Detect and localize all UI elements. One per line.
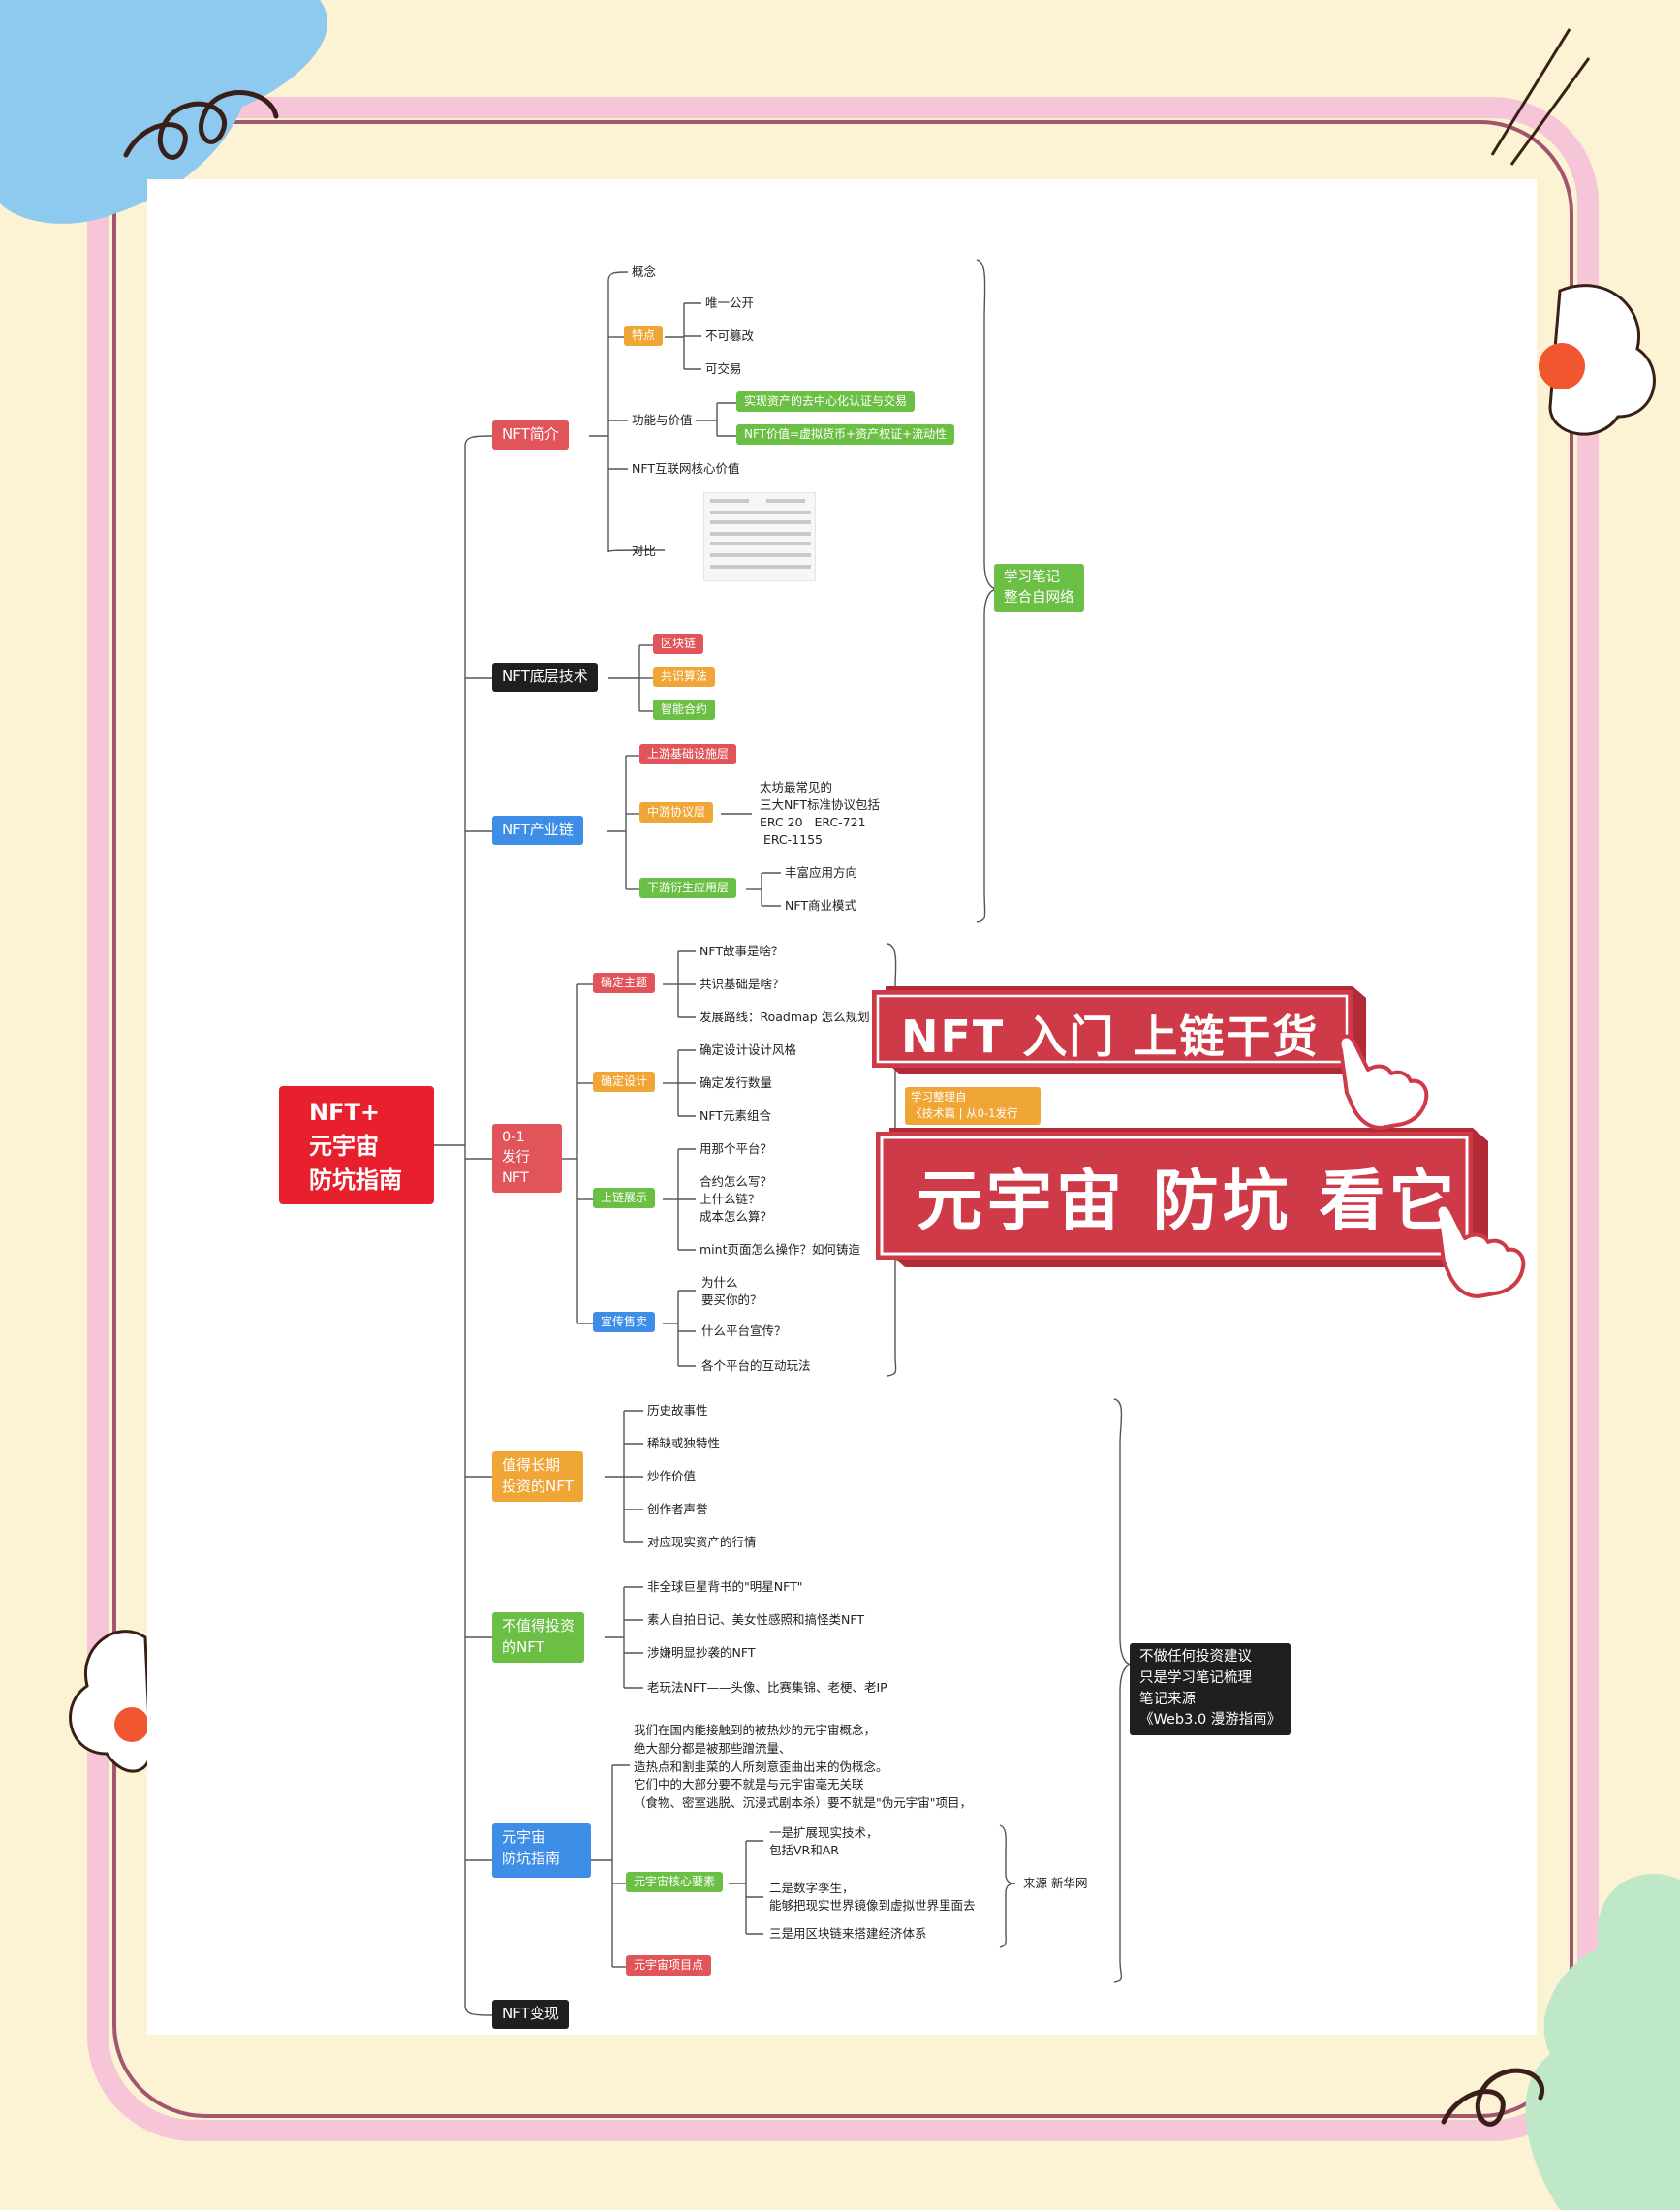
node-notworth-nft[interactable]: 不值得投资 的NFT [492,1612,585,1663]
leaf-promo-1: 为什么 要买你的？ [701,1275,762,1308]
node-nft-tech[interactable]: NFT底层技术 [492,663,598,692]
leaf-worth-4: 创作者声誉 [647,1502,708,1516]
node-function-1[interactable]: 实现资产的去中心化认证与交易 [736,391,916,413]
leaf-feature-3: 可交易 [705,361,742,376]
node-metaverse[interactable]: 元宇宙 防坑指南 [492,1823,591,1878]
node-worth-nft[interactable]: 值得长期 投资的NFT [492,1451,583,1502]
node-midstream[interactable]: 中游协议层 [639,802,714,824]
leaf-notworth-4: 老玩法NFT——头像、比赛集锦、老梗、老IP [647,1680,887,1695]
green-blob-decoration [1525,1873,1680,2210]
leaf-notworth-1: 非全球巨星背书的"明星NFT" [647,1579,803,1594]
leaf-core-3: 三是用区块链来搭建经济体系 [769,1926,927,1941]
leaf-down-1: 丰富应用方向 [785,865,858,880]
leaf-worth-1: 历史故事性 [647,1403,708,1417]
node-chain-display[interactable]: 上链展示 [593,1188,656,1209]
outer-pink-frame [87,97,1599,2141]
node-blockchain[interactable]: 区块链 [653,634,704,655]
leaf-theme-3: 发展路线：Roadmap 怎么规划 [700,1010,870,1024]
pointer-hand-icon-2 [1434,1202,1526,1298]
leaf-chain-2: 合约怎么写？ 上什么链？ 成本怎么算？ [700,1174,773,1225]
leaf-feature-2: 不可篡改 [705,328,755,343]
leaf-mid-note: 太坊最常见的 三大NFT标准协议包括 ERC 20 ERC-721 ERC-11… [760,780,880,848]
leaf-notworth-3: 涉嫌明显抄袭的NFT [647,1645,756,1660]
node-issue-nft[interactable]: 0-1 发行 NFT [492,1124,562,1194]
node-function-2[interactable]: NFT价值=虚拟货币+资产权证+流动性 [736,424,955,446]
leaf-chain-3: mint页面怎么操作？如何铸造 [700,1242,860,1257]
pointer-hand-icon [1337,1034,1429,1130]
leaf-chain-1: 用那个平台？ [700,1141,773,1156]
leaf-promo-3: 各个平台的互动玩法 [701,1358,811,1373]
node-meta-project[interactable]: 元宇宙项目点 [626,1955,712,1977]
banner-top-text: NFT 入门 上链干货 [901,1011,1320,1063]
node-nft-industry[interactable]: NFT产业链 [492,816,583,845]
leaf-design-1: 确定设计设计风格 [700,1043,797,1057]
inner-maroon-frame [112,120,1573,2118]
note-study[interactable]: 学习笔记 整合自网络 [994,564,1084,613]
leaf-design-2: 确定发行数量 [700,1075,773,1090]
node-meta-core[interactable]: 元宇宙核心要素 [626,1872,724,1893]
blue-blob-decoration [0,0,328,224]
leaf-concept: 概念 [632,265,657,279]
leaf-function: 功能与价值 [632,413,693,427]
banner-bottom-text: 元宇宙 防坑 看它 [917,1164,1459,1240]
leaf-theme-1: NFT故事是啥？ [700,944,784,958]
node-theme[interactable]: 确定主题 [593,973,656,994]
root-node[interactable]: NFT+ 元宇宙 防坑指南 [279,1086,434,1204]
flower-center-left [114,1707,149,1742]
node-downstream[interactable]: 下游衍生应用层 [639,878,737,899]
leaf-worth-5: 对应现实资产的行情 [647,1535,757,1549]
leaf-promo-2: 什么平台宣传？ [701,1323,787,1338]
leaf-worth-3: 炒作价值 [647,1469,697,1483]
compare-table-thumbnail [703,492,816,581]
swirl-decoration-bottom [1441,2068,1545,2127]
node-design[interactable]: 确定设计 [593,1072,656,1093]
banner-bottom-shape [876,1128,1488,1267]
leaf-meta-intro: 我们在国内能接触到的被热炒的元宇宙概念， 绝大部分都是被那些蹭流量、 造热点和割… [634,1723,973,1810]
leaf-core-1: 一是扩展现实技术， 包括VR和AR [769,1825,879,1858]
node-smart-contract[interactable]: 智能合约 [653,700,716,721]
leaf-design-3: NFT元素组合 [700,1108,771,1123]
leaf-theme-2: 共识基础是啥？ [700,977,785,991]
flower-decoration-right [1548,284,1656,436]
node-promo[interactable]: 宣传售卖 [593,1312,656,1333]
leaf-core-value: NFT互联网核心价值 [632,461,740,476]
swirl-decoration [123,90,279,160]
leaf-core-2: 二是数字孪生， 能够把现实世界镜像到虚拟世界里面去 [769,1881,976,1914]
leaf-notworth-2: 素人自拍日记、美女性感照和搞怪类NFT [647,1612,864,1627]
node-features[interactable]: 特点 [624,326,664,347]
flower-center-right [1539,343,1585,389]
node-nft-intro[interactable]: NFT简介 [492,420,569,450]
node-upstream[interactable]: 上游基础设施层 [639,744,737,765]
leaf-compare: 对比 [632,544,657,558]
node-nft-exit[interactable]: NFT变现 [492,2000,569,2029]
leaf-down-2: NFT商业模式 [785,898,856,913]
leaf-feature-1: 唯一公开 [705,296,755,310]
note-disclaimer[interactable]: 不做任何投资建议 只是学习笔记梳理 笔记来源 《Web3.0 漫游指南》 [1130,1643,1291,1735]
leaf-source: 来源 新华网 [1023,1876,1088,1890]
note-issue-source[interactable]: 学习整理自 《技术篇 | 从0-1发行 [905,1087,1041,1125]
leaf-worth-2: 稀缺或独特性 [647,1436,721,1450]
node-consensus[interactable]: 共识算法 [653,667,716,688]
banner-top-shape [872,986,1366,1074]
